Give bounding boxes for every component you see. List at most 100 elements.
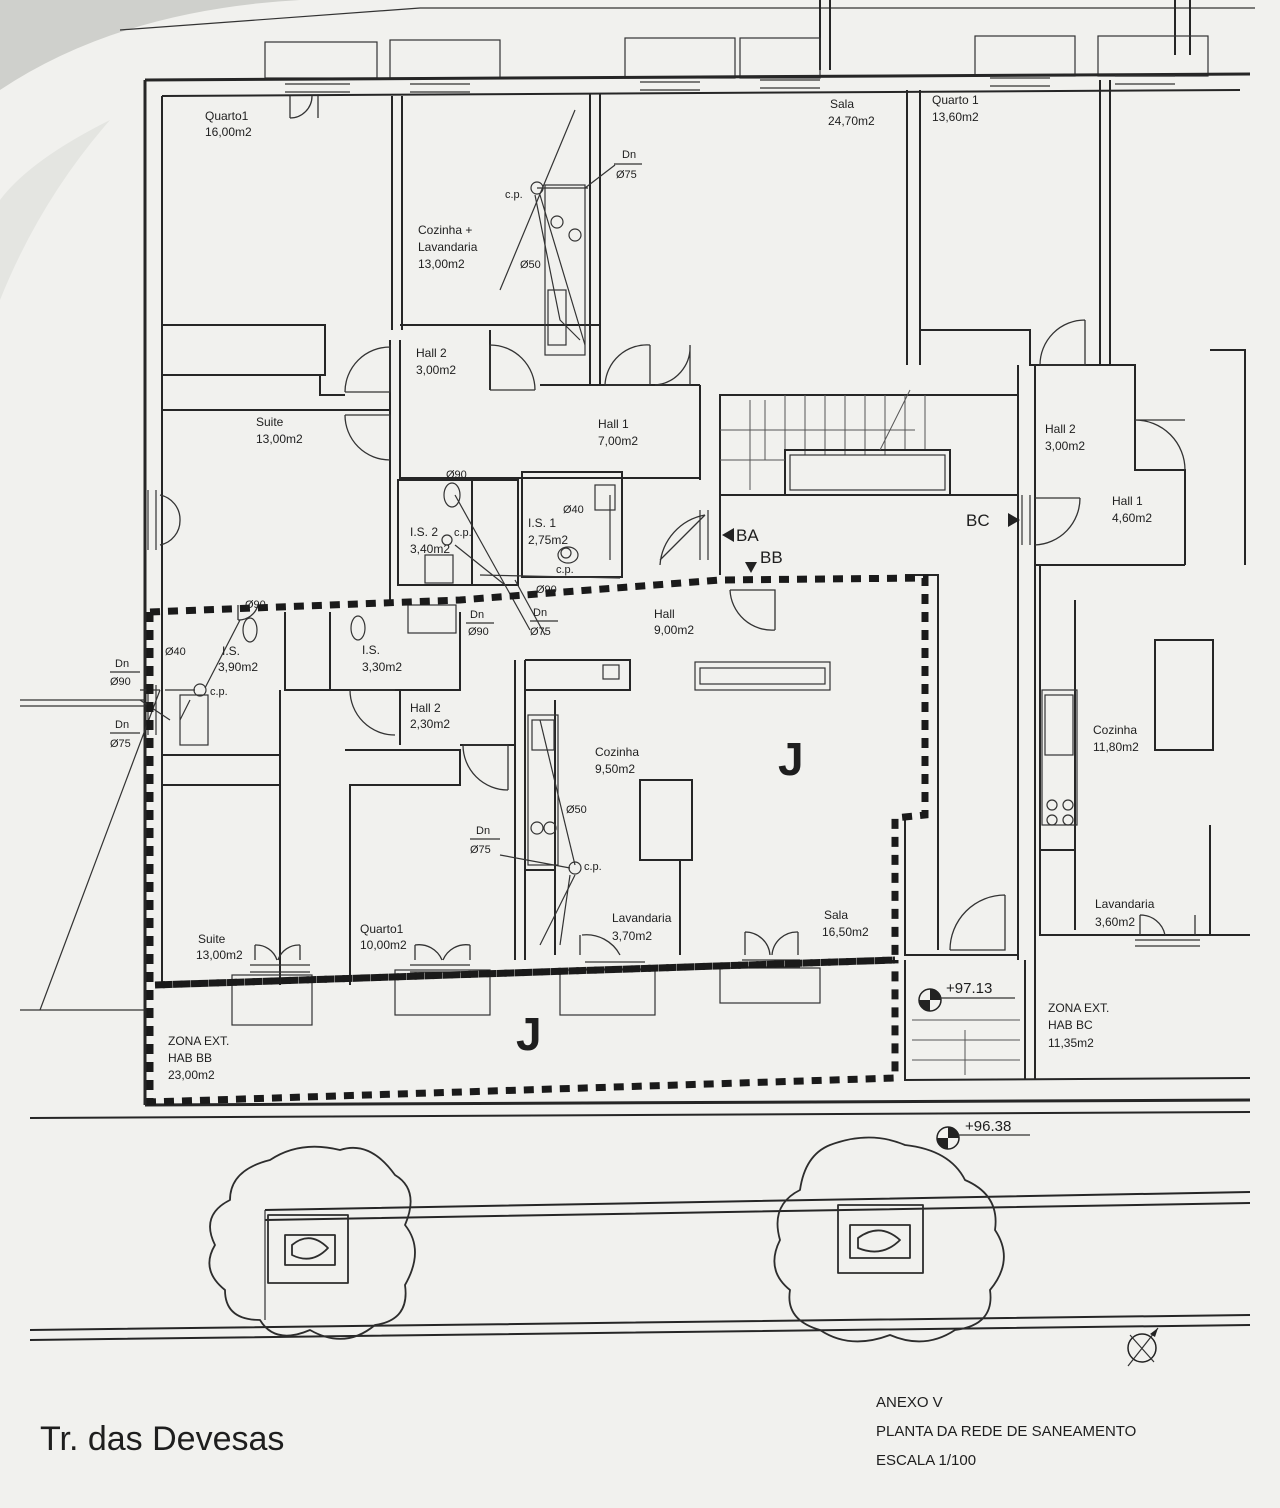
zona-bb-area: 23,00m2 <box>168 1068 215 1082</box>
tree-right <box>773 1136 1005 1343</box>
pipe-label-cp: c.p. <box>454 527 472 539</box>
room-cozinha-j-name: Cozinha <box>595 745 639 759</box>
room-lavandaria-j-area: 3,70m2 <box>612 929 652 943</box>
pipe-label-d90: Ø90 <box>468 626 489 638</box>
section-markers: BA BB BC J J <box>516 511 1020 1060</box>
pipe-label-d50: Ø50 <box>520 259 541 271</box>
pipe-label-dn: Dn <box>622 149 636 161</box>
pipe-label-dn: Dn <box>476 825 490 837</box>
pipe-label-dn: Dn <box>470 609 484 621</box>
north-arrow-icon <box>1127 1327 1159 1367</box>
room-hall1-center-area: 7,00m2 <box>598 434 638 448</box>
zona-bc-line1: ZONA EXT. <box>1048 1001 1109 1015</box>
room-cozinha-right-area: 11,80m2 <box>1093 740 1139 754</box>
room-quarto1-right-area: 13,60m2 <box>932 110 979 124</box>
room-lavandaria-j-name: Lavandaria <box>612 911 672 925</box>
room-is-a-name: I.S. <box>222 644 240 658</box>
room-hall1-center-name: Hall 1 <box>598 417 629 431</box>
pipe-label-d90: Ø90 <box>536 584 557 596</box>
room-is-b-area: 3,30m2 <box>362 660 402 674</box>
sanitation-network <box>39 109 621 1011</box>
room-cozinha-j-area: 9,50m2 <box>595 762 635 776</box>
pipe-label-dn: Dn <box>115 658 129 670</box>
pipe-label-cp: c.p. <box>556 564 574 576</box>
zona-bb-line2: HAB BB <box>168 1051 212 1065</box>
room-is1-name: I.S. 1 <box>528 516 556 530</box>
pipe-label-d75: Ø75 <box>470 844 491 856</box>
pipe-label-d90: Ø90 <box>446 469 467 481</box>
room-lavandaria-right-area: 3,60m2 <box>1095 915 1135 929</box>
pipe-label-d75: Ø75 <box>616 169 637 181</box>
tree-left <box>208 1145 416 1340</box>
j-unit-outline <box>146 574 929 1106</box>
pipe-label-cp: c.p. <box>584 861 602 873</box>
pipe-label-d75: Ø75 <box>530 626 551 638</box>
room-suite-top-area: 13,00m2 <box>256 432 303 446</box>
pipe-label-d90: Ø90 <box>110 676 131 688</box>
room-sala-top-area: 24,70m2 <box>828 114 875 128</box>
walls <box>20 72 1251 1119</box>
level-lower: +96.38 <box>965 1118 1011 1135</box>
pipe-label-d75: Ø75 <box>110 738 131 750</box>
zona-bc-line2: HAB BC <box>1048 1018 1093 1032</box>
room-is-a-area: 3,90m2 <box>218 660 258 674</box>
marker-j-main: J <box>778 733 804 785</box>
room-quarto1-right-name: Quarto 1 <box>932 93 979 107</box>
room-is1-area: 2,75m2 <box>528 533 568 547</box>
pipe-label-cp: c.p. <box>210 686 228 698</box>
pipe-label-dn: Dn <box>533 607 547 619</box>
zona-bc-area: 11,35m2 <box>1048 1036 1094 1050</box>
title-block: ANEXO V PLANTA DA REDE DE SANEAMENTO ESC… <box>876 1394 1136 1469</box>
room-cozinha-top-name2: Lavandaria <box>418 240 478 254</box>
room-hall2-left-area: 3,00m2 <box>416 363 456 377</box>
room-hall1-right-area: 4,60m2 <box>1112 511 1152 525</box>
level-markers <box>918 988 1030 1150</box>
room-lavandaria-right-name: Lavandaria <box>1095 897 1155 911</box>
room-hall-j-name: Hall <box>654 607 675 621</box>
room-suite-bottom-name: Suite <box>198 932 226 946</box>
room-hall-j-area: 9,00m2 <box>654 623 694 637</box>
pipe-label-d40: Ø40 <box>563 504 584 516</box>
title-line3: ESCALA 1/100 <box>876 1452 976 1469</box>
room-hall2-left-name: Hall 2 <box>416 346 447 360</box>
room-sala-j-area: 16,50m2 <box>822 925 869 939</box>
room-cozinha-top-name1: Cozinha + <box>418 223 472 237</box>
pipe-label-d90: Ø90 <box>245 599 266 611</box>
marker-bc: BC <box>966 511 990 530</box>
room-suite-top-name: Suite <box>256 415 284 429</box>
doors <box>159 95 1196 961</box>
pipe-labels: Dn Ø75 c.p. Ø50 Ø90 c.p. Ø40 c.p. Ø90 Dn… <box>110 149 642 873</box>
level-upper: +97.13 <box>946 980 992 997</box>
room-sala-top-name: Sala <box>830 97 854 111</box>
pipe-label-d40: Ø40 <box>165 646 186 658</box>
room-hall2-j-name: Hall 2 <box>410 701 441 715</box>
room-quarto1-bottom-area: 10,00m2 <box>360 938 407 952</box>
marker-bb: BB <box>760 548 783 567</box>
room-quarto1-bottom-name: Quarto1 <box>360 922 404 936</box>
room-quarto1-top-name: Quarto1 <box>205 109 249 123</box>
room-cozinha-right-name: Cozinha <box>1093 723 1137 737</box>
pipe-label-d50: Ø50 <box>566 804 587 816</box>
room-is2-area: 3,40m2 <box>410 542 450 556</box>
title-line1: ANEXO V <box>876 1394 943 1411</box>
room-cozinha-top-area: 13,00m2 <box>418 257 465 271</box>
room-hall2-right-name: Hall 2 <box>1045 422 1076 436</box>
marker-ba: BA <box>736 526 759 545</box>
room-quarto1-top-area: 16,00m2 <box>205 125 252 139</box>
room-hall2-right-area: 3,00m2 <box>1045 439 1085 453</box>
room-is2-name: I.S. 2 <box>410 525 438 539</box>
title-line2: PLANTA DA REDE DE SANEAMENTO <box>876 1423 1136 1440</box>
marker-j-exterior: J <box>516 1008 542 1060</box>
zona-bb-line1: ZONA EXT. <box>168 1034 229 1048</box>
street <box>29 1191 1251 1341</box>
room-sala-j-name: Sala <box>824 908 848 922</box>
fixtures <box>179 184 1078 1075</box>
room-suite-bottom-area: 13,00m2 <box>196 948 243 962</box>
paper-fold <box>0 120 110 300</box>
pipe-label-cp: c.p. <box>505 189 523 201</box>
pipe-label-dn: Dn <box>115 719 129 731</box>
room-hall2-j-area: 2,30m2 <box>410 717 450 731</box>
room-labels: Quarto1 16,00m2 Cozinha + Lavandaria 13,… <box>168 93 1155 1082</box>
room-hall1-right-name: Hall 1 <box>1112 494 1143 508</box>
